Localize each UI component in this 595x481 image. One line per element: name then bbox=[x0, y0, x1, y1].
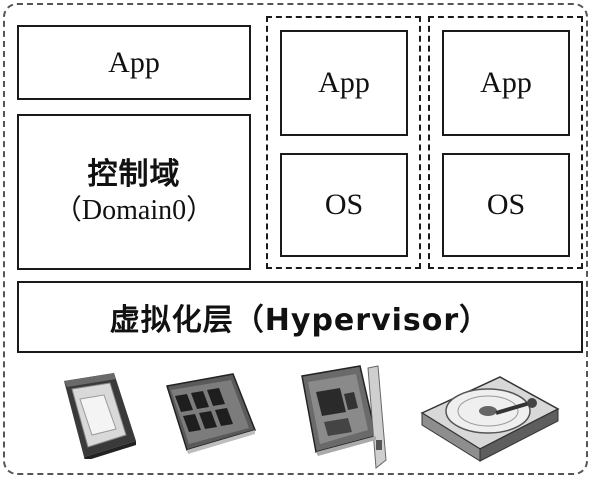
control-domain-title: 控制域 bbox=[87, 156, 181, 192]
app-box-control: App bbox=[17, 25, 251, 100]
memory-module-icon bbox=[166, 373, 256, 454]
vm1-os-label: OS bbox=[324, 188, 364, 221]
network-card-icon bbox=[301, 365, 387, 469]
vm2-app-box: App bbox=[442, 30, 570, 136]
vm1-app-box: App bbox=[280, 30, 408, 136]
vm2-os-label: OS bbox=[486, 188, 526, 221]
vm2-app-label: App bbox=[480, 66, 532, 99]
vm1-os-box: OS bbox=[280, 153, 408, 257]
control-domain-box: 控制域 （Domain0） bbox=[17, 114, 251, 270]
vm1-app-label: App bbox=[318, 66, 370, 99]
app-label: App bbox=[108, 45, 160, 79]
vm2-os-box: OS bbox=[442, 153, 570, 257]
cpu-icon bbox=[64, 373, 136, 459]
control-domain-subtitle: （Domain0） bbox=[53, 195, 215, 227]
guest-vm-2 bbox=[428, 16, 583, 269]
diagram-frame bbox=[3, 3, 588, 475]
hypervisor-label: 虚拟化层（Hypervisor） bbox=[109, 303, 491, 338]
hypervisor-layer: 虚拟化层（Hypervisor） bbox=[17, 281, 583, 353]
hard-disk-icon bbox=[420, 376, 560, 462]
guest-vm-1 bbox=[266, 16, 421, 269]
